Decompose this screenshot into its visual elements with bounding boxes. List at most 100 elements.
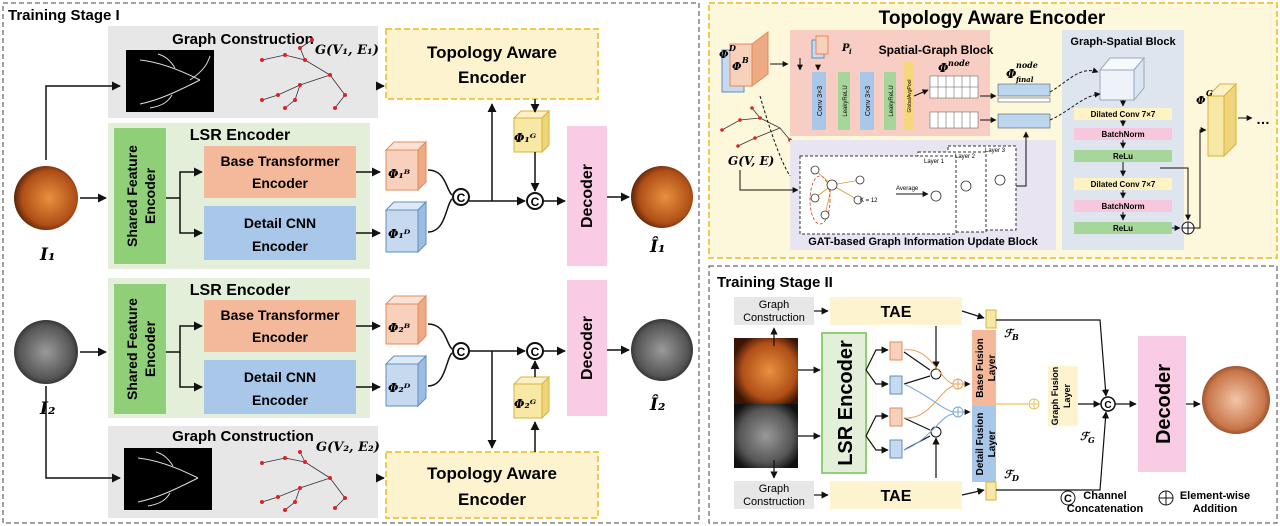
base-fusion-label-1: Base Fusion xyxy=(975,338,986,397)
output-image-2 xyxy=(631,319,693,381)
k12-label: K = 12 xyxy=(860,198,878,204)
dilated-conv-label-2: Dilated Conv 7×7 xyxy=(1091,180,1156,189)
tae-label-2b: Encoder xyxy=(458,490,526,509)
output-label-1: Î₁ xyxy=(649,236,665,257)
batchnorm-label-1: BatchNorm xyxy=(1101,130,1144,139)
feature-cube-d1 xyxy=(384,200,428,254)
s2-blue-lines xyxy=(903,383,971,451)
s2-orange-lines xyxy=(903,349,971,419)
s2-input-color xyxy=(734,338,798,404)
base-transformer-label-1b: Encoder xyxy=(252,175,309,191)
feature-cube-b1 xyxy=(384,140,428,192)
tae-graph-nodes xyxy=(720,106,792,148)
stage2-title: Training Stage II xyxy=(717,274,833,291)
legend-concat-label-1: Channel xyxy=(1083,490,1126,502)
phi-b-sup: B xyxy=(741,55,749,65)
leaky-label-2: LeakyReLU xyxy=(889,85,895,116)
input-image-1 xyxy=(14,166,78,230)
shared-encoder-label-2a: Shared Feature xyxy=(124,298,140,400)
gs-volume xyxy=(1098,56,1146,102)
phi-final-sub: final xyxy=(1015,75,1034,84)
fd-label: ℱ xyxy=(1004,468,1015,481)
lsr-label-1: LSR Encoder xyxy=(190,127,290,144)
s2-tae-top-label: TAE xyxy=(881,304,912,321)
tae-label-2a: Topology Aware xyxy=(427,464,557,483)
dilated-conv-label-1: Dilated Conv 7×7 xyxy=(1091,110,1156,119)
base-fusion-label-2: Layer xyxy=(987,355,998,382)
phi-b2-label: Φ₂ᴮ xyxy=(388,321,411,335)
detail-cnn-label-1b: Encoder xyxy=(252,238,309,254)
phi-g-out-label: Φ xyxy=(1196,94,1206,107)
gat-block-label: GAT-based Graph Information Update Block xyxy=(808,236,1038,248)
tae-ellipsis: … xyxy=(1256,111,1270,127)
layer1-label: Layer 1 xyxy=(924,159,945,165)
output-label-2: Î₂ xyxy=(649,394,665,415)
detail-cnn-label-2b: Encoder xyxy=(252,392,309,408)
s2-graph-construction-bottom xyxy=(734,481,814,509)
stage1-title: Training Stage I xyxy=(8,7,120,24)
detail-cnn-label-2a: Detail CNN xyxy=(244,369,316,385)
base-transformer-label-2b: Encoder xyxy=(252,329,309,345)
node-feature-matrix xyxy=(929,75,979,129)
vessel-image-1 xyxy=(126,50,214,112)
graph-fusion-label-2: Layer xyxy=(1062,384,1072,409)
decoder-2 xyxy=(567,280,607,416)
arrows-row2 xyxy=(45,321,630,483)
phi-node-sup: node xyxy=(948,58,970,68)
detail-fusion-layer xyxy=(972,406,996,482)
base-transformer-2 xyxy=(204,300,356,352)
base-transformer-label-1a: Base Transformer xyxy=(220,153,340,169)
s2-input-gray xyxy=(734,404,798,468)
graph-construction-label-1: Graph Construction xyxy=(172,31,314,48)
s2-gc-bot-2: Construction xyxy=(743,496,805,508)
tae-arrows xyxy=(739,58,1253,231)
phi-final-matrix xyxy=(997,83,1051,129)
s2-add-nodes xyxy=(952,378,964,390)
conv-stack xyxy=(812,62,914,130)
patch-cube xyxy=(811,35,829,59)
detail-fusion-label-2: Layer xyxy=(987,431,998,458)
s2-tae-out-top xyxy=(985,309,997,329)
leaky-label-1: LeakyReLU xyxy=(843,85,849,116)
graph-spatial-label: Graph-Spatial Block xyxy=(1070,36,1176,48)
phi-d-label: Φ xyxy=(719,48,729,61)
concat-symbol-2a: C xyxy=(457,345,466,359)
fb-sub: B xyxy=(1011,332,1019,342)
base-transformer-1 xyxy=(204,146,356,198)
legend-add-label-2: Addition xyxy=(1193,503,1238,515)
detail-cnn-label-1a: Detail CNN xyxy=(244,215,316,231)
p-sub: i xyxy=(849,47,852,56)
legend-concat-symbol: C xyxy=(1064,493,1072,505)
lsr-label-2: LSR Encoder xyxy=(190,282,290,299)
concat-symbol-1b: C xyxy=(531,195,540,209)
fd-sub: D xyxy=(1011,473,1019,483)
shared-encoder-label-2b: Encoder xyxy=(142,320,158,377)
shared-encoder-label-1b: Encoder xyxy=(142,167,158,224)
detail-fusion-label-1: Detail Fusion xyxy=(975,413,986,476)
s2-graph-construction-top xyxy=(734,297,814,325)
s2-final-concat-symbol: C xyxy=(1104,400,1111,411)
phi-d-sup: D xyxy=(728,43,736,53)
s2-arrows xyxy=(770,307,1201,499)
phi-final-label: Φ xyxy=(1006,67,1017,81)
s2-tae-top xyxy=(830,297,962,325)
phi-g1-label: Φ₁ᴳ xyxy=(514,131,537,145)
arrows-row1 xyxy=(45,81,630,238)
concat-symbol-1a: C xyxy=(457,191,466,205)
legend-add-label-1: Element-wise xyxy=(1180,490,1250,502)
s2-gc-top-1: Graph xyxy=(759,299,790,311)
vessel-lines-1 xyxy=(139,53,211,109)
output-image-1 xyxy=(631,166,693,228)
s2-lsr-encoder xyxy=(821,332,867,474)
s2-lsr-label: LSR Encoder xyxy=(835,340,857,466)
tae-label-1b: Encoder xyxy=(458,68,526,87)
shared-encoder-1 xyxy=(114,128,166,264)
layer1-box xyxy=(799,155,957,235)
fg-sub: G xyxy=(1088,435,1095,445)
phi-d-b-input-cubes xyxy=(721,31,769,93)
feature-cube-g2 xyxy=(512,375,551,420)
decoder-label-2: Decoder xyxy=(579,316,596,380)
s2-tae-bottom xyxy=(830,481,962,509)
average-label: Average xyxy=(896,186,919,192)
